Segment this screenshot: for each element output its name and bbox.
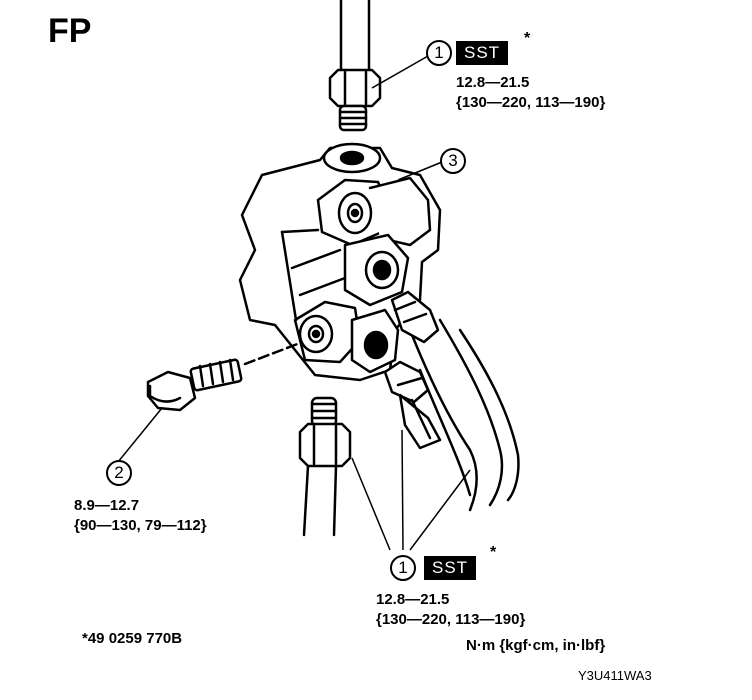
bolt-center-line xyxy=(243,341,302,366)
callout-number-bottom: 1 xyxy=(390,555,416,581)
leader-line-block xyxy=(397,161,443,181)
leader-line-bottom-1 xyxy=(351,457,391,551)
section-code: FP xyxy=(48,12,92,50)
sst-asterisk-top: * xyxy=(524,30,531,47)
figure-id: Y3U411WA3 xyxy=(578,668,652,683)
top-flare-nut xyxy=(328,68,382,132)
special-tool-number: *49 0259 770B xyxy=(82,630,183,647)
callout-number-block: 3 xyxy=(440,148,466,174)
callout-number-bolt: 2 xyxy=(106,460,132,486)
front-brake-pipe xyxy=(302,464,338,537)
torque-units-legend: N·m {kgf·cm, in·lbf} xyxy=(466,637,606,654)
torque-value-bottom: 12.8—21.5 xyxy=(376,591,450,608)
sst-badge-bottom: SST xyxy=(424,556,477,580)
torque-value-top: 12.8—21.5 xyxy=(456,74,530,91)
leader-line-bottom-3 xyxy=(409,469,471,551)
right-flare-nut-upper xyxy=(390,290,440,344)
torque-value-bolt: 8.9—12.7 xyxy=(74,497,140,514)
proportioning-valve-body xyxy=(238,142,442,382)
leader-line-bottom-2 xyxy=(401,429,404,551)
torque-alt-units-bottom: {130—220, 113—190} xyxy=(376,611,526,628)
right-flare-nut-lower xyxy=(383,360,442,450)
front-flare-nut xyxy=(298,396,352,468)
leader-line-top xyxy=(371,55,429,89)
top-brake-pipe xyxy=(339,0,371,77)
sst-asterisk-bottom: * xyxy=(490,544,497,561)
torque-alt-units-bolt: {90—130, 79—112} xyxy=(74,517,207,534)
sst-badge-top: SST xyxy=(456,41,509,65)
torque-alt-units-top: {130—220, 113—190} xyxy=(456,94,606,111)
leader-line-bolt xyxy=(117,407,163,463)
callout-number-top: 1 xyxy=(426,40,452,66)
mounting-bolt xyxy=(146,358,243,412)
